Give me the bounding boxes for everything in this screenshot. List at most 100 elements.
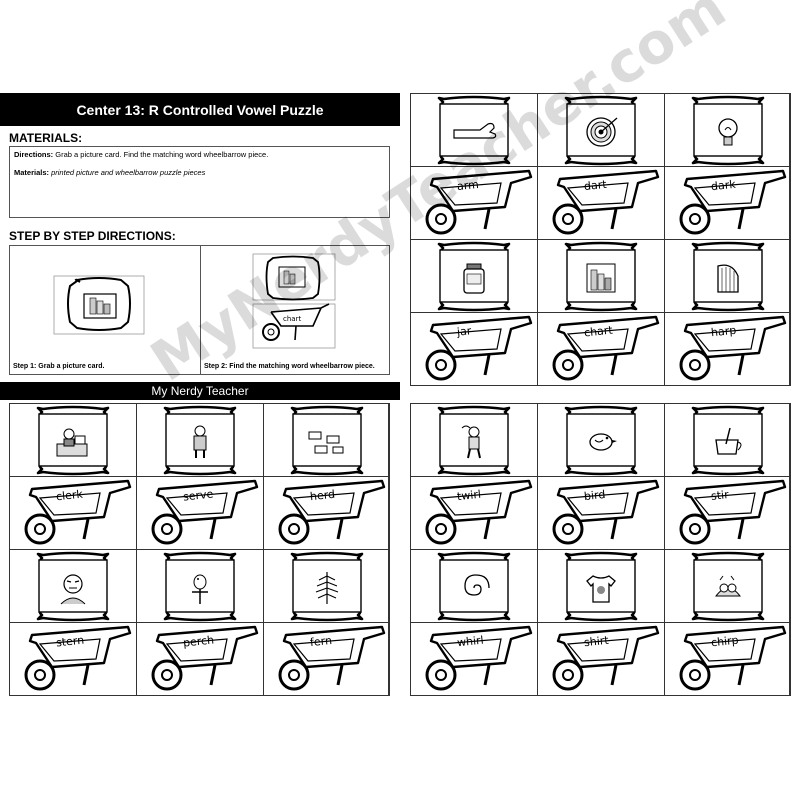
picture-card	[437, 95, 511, 166]
picture-card	[290, 405, 364, 476]
wheelbarrow-piece	[679, 169, 787, 235]
stern-face-icon	[60, 574, 86, 605]
wheelbarrow-word: clerk	[55, 487, 84, 504]
wheelbarrow-piece	[679, 625, 787, 691]
wheelbarrow-word: jar	[456, 324, 472, 339]
steps-box: Step 1: Grab a picture card. chart Step …	[9, 245, 390, 375]
step-1-caption: Step 1: Grab a picture card.	[13, 362, 105, 370]
harp-icon	[717, 264, 739, 293]
picture-card-cell[interactable]	[538, 240, 665, 313]
wheelbarrow-word: twirl	[456, 487, 482, 504]
picture-card-cell[interactable]	[264, 404, 389, 477]
puzzle-grid-top-right: arm dart dark jar chart harp	[410, 93, 791, 386]
bird-icon	[589, 433, 617, 451]
picture-card	[564, 551, 638, 622]
wheelbarrow-word-cell[interactable]: chirp	[665, 623, 790, 696]
wheelbarrow-word-cell[interactable]: whirl	[411, 623, 538, 696]
steps-heading: STEP BY STEP DIRECTIONS:	[9, 229, 176, 243]
wheelbarrow-word-cell[interactable]: dark	[665, 167, 790, 240]
picture-card	[36, 405, 110, 476]
wheelbarrow-word-cell[interactable]: harp	[665, 313, 790, 386]
wheelbarrow-word-cell[interactable]: arm	[411, 167, 538, 240]
picture-card	[163, 405, 237, 476]
fern-icon	[315, 572, 339, 604]
wheelbarrow-word: shirt	[583, 633, 610, 650]
step-1: Step 1: Grab a picture card.	[10, 246, 200, 374]
wheelbarrow-piece	[425, 169, 533, 235]
picture-card	[437, 241, 511, 312]
bird-perch-icon	[192, 574, 208, 604]
wheelbarrow-word: fern	[309, 633, 333, 650]
materials-heading: MATERIALS:	[9, 131, 83, 145]
picture-card-cell[interactable]	[665, 94, 790, 167]
wheelbarrow-word: bird	[583, 487, 606, 504]
picture-card-cell[interactable]	[264, 550, 389, 623]
picture-card-cell[interactable]	[137, 404, 264, 477]
picture-card	[564, 405, 638, 476]
twirl-icon	[461, 425, 481, 459]
picture-card-cell[interactable]	[538, 94, 665, 167]
picture-card-cell[interactable]	[665, 550, 790, 623]
lightbulb-icon	[718, 118, 738, 146]
picture-card	[564, 241, 638, 312]
picture-card-cell[interactable]	[538, 404, 665, 477]
directions-line: Directions: Grab a picture card. Find th…	[14, 150, 269, 159]
picture-card-cell[interactable]	[10, 550, 137, 623]
picture-card	[290, 551, 364, 622]
picture-card	[691, 241, 765, 312]
wheelbarrow-word-cell[interactable]: shirt	[538, 623, 665, 696]
picture-card	[163, 551, 237, 622]
wheelbarrow-word: dark	[710, 177, 737, 194]
wheelbarrow-word-cell[interactable]: bird	[538, 477, 665, 550]
picture-card	[564, 95, 638, 166]
wheelbarrow-word-cell[interactable]: stern	[10, 623, 137, 696]
sample-word: chart	[283, 315, 301, 323]
dartboard-icon	[586, 117, 618, 147]
stir-cup-icon	[715, 427, 742, 455]
wheelbarrow-piece	[278, 625, 386, 691]
wheelbarrow-word-cell[interactable]: jar	[411, 313, 538, 386]
picture-card	[437, 551, 511, 622]
wheelbarrow-word-cell[interactable]: clerk	[10, 477, 137, 550]
wheelbarrow-word-cell[interactable]: herd	[264, 477, 389, 550]
wheelbarrow-word: arm	[456, 177, 480, 194]
chart-icon	[586, 263, 616, 293]
wheelbarrow-piece	[425, 315, 533, 381]
wheelbarrow-word-cell[interactable]: dart	[538, 167, 665, 240]
picture-card	[691, 95, 765, 166]
picture-card-cell[interactable]	[411, 94, 538, 167]
wheelbarrow-word-cell[interactable]: twirl	[411, 477, 538, 550]
wheelbarrow-word: harp	[710, 323, 737, 340]
materials-line: Materials: printed picture and wheelbarr…	[14, 168, 206, 178]
picture-card-cell[interactable]	[137, 550, 264, 623]
step-2-caption: Step 2: Find the matching word wheelbarr…	[204, 362, 375, 370]
wheelbarrow-piece	[425, 479, 533, 545]
picture-card-cell[interactable]	[10, 404, 137, 477]
wheelbarrow-word-cell[interactable]: chart	[538, 313, 665, 386]
wheelbarrow-word-cell[interactable]: perch	[137, 623, 264, 696]
wheelbarrow-word: stir	[710, 488, 730, 503]
picture-card-cell[interactable]	[411, 550, 538, 623]
wheelbarrow-piece	[24, 625, 132, 691]
picture-card	[437, 405, 511, 476]
picture-card-cell[interactable]	[411, 240, 538, 313]
picture-card-cell[interactable]	[538, 550, 665, 623]
wheelbarrow-piece	[679, 315, 787, 381]
wheelbarrow-piece	[278, 479, 386, 545]
wheelbarrow-word-cell[interactable]: fern	[264, 623, 389, 696]
picture-card-cell[interactable]	[411, 404, 538, 477]
wheelbarrow-piece	[552, 169, 660, 235]
materials-box: Directions: Grab a picture card. Find th…	[9, 146, 390, 218]
chirp-icon	[714, 575, 742, 597]
whirl-icon	[464, 574, 490, 596]
picture-card-cell[interactable]	[665, 240, 790, 313]
sample-wheelbarrow-icon: chart	[252, 253, 336, 349]
wheelbarrow-piece	[552, 315, 660, 381]
picture-card-cell[interactable]	[665, 404, 790, 477]
herd-icon	[308, 431, 344, 454]
wheelbarrow-piece	[151, 479, 259, 545]
brand-footer: My Nerdy Teacher	[0, 382, 400, 400]
wheelbarrow-word-cell[interactable]: serve	[137, 477, 264, 550]
wheelbarrow-word-cell[interactable]: stir	[665, 477, 790, 550]
